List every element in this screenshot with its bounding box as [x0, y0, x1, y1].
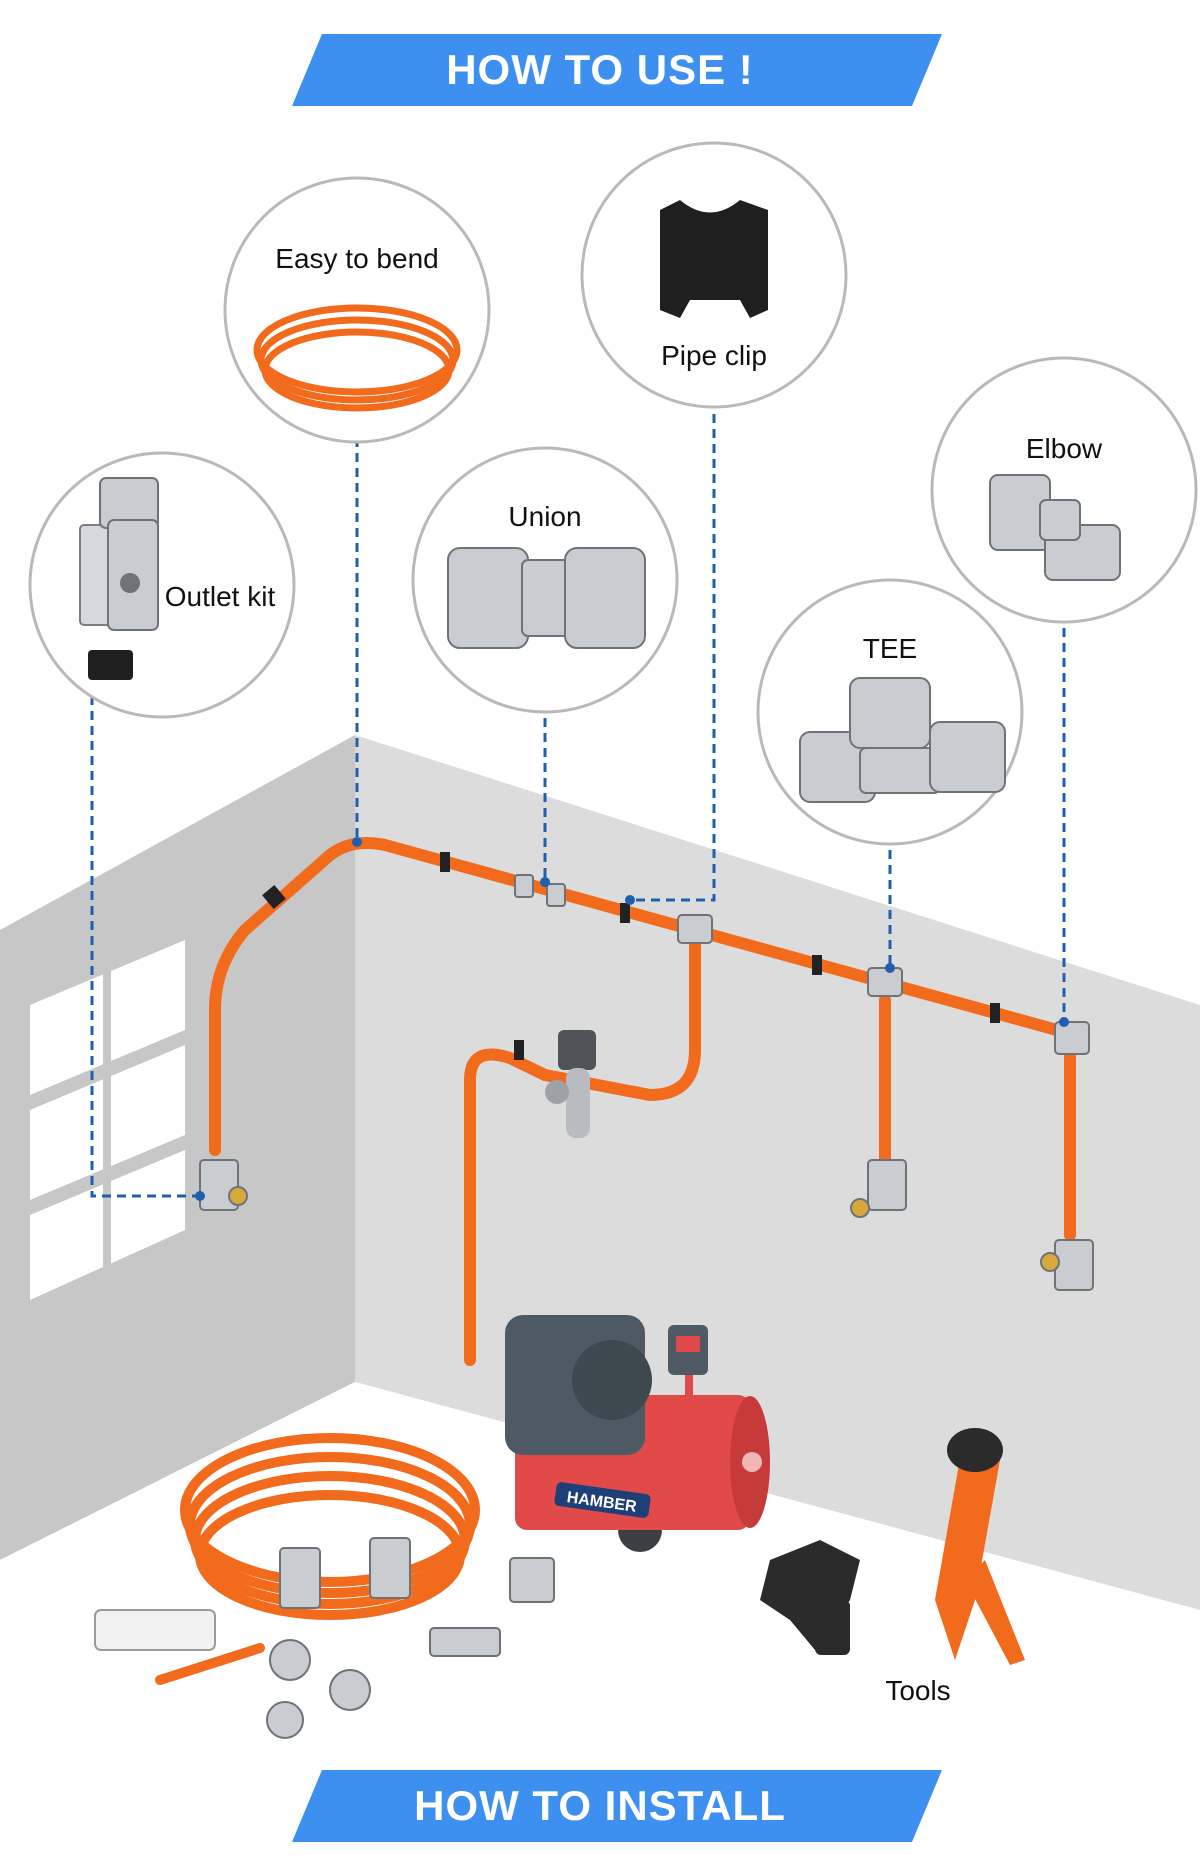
callout-union: Union	[411, 446, 679, 714]
pipe-coil	[180, 1433, 480, 1620]
pipe-clip-icon	[660, 200, 768, 318]
top-banner: HOW TO USE !	[0, 34, 1200, 106]
tee-icon	[799, 677, 1006, 803]
top-banner-title: HOW TO USE !	[446, 46, 754, 93]
leader-lines	[90, 384, 1066, 1198]
side-wall	[0, 735, 355, 1560]
callout-label-easy-to-bend: Easy to bend	[275, 243, 438, 274]
callout-label-elbow: Elbow	[1026, 433, 1103, 464]
callout-easy-to-bend: Easy to bend	[223, 176, 491, 444]
bottom-banner-shape	[292, 1770, 942, 1842]
top-banner-shape	[292, 34, 942, 106]
outlet-kits	[199, 1159, 1094, 1291]
union-icon	[447, 547, 646, 649]
filter-regulator	[545, 1030, 596, 1138]
pipe-network	[209, 837, 1081, 1366]
bottom-banner: HOW TO INSTALL	[0, 1770, 1200, 1842]
callout-elbow: Elbow	[930, 356, 1198, 624]
outlet-kit-icon	[79, 477, 159, 680]
elbow-icon	[989, 474, 1121, 581]
callout-label-outlet-kit: Outlet kit	[165, 581, 276, 612]
callout-label-pipe-clip: Pipe clip	[661, 340, 767, 371]
air-compressor	[505, 1315, 770, 1552]
tools-label: Tools	[885, 1675, 950, 1706]
pipe-clip-markers	[262, 852, 1000, 1060]
callout-label-tee: TEE	[863, 633, 917, 664]
callout-pipe-clip: Pipe clip	[580, 141, 848, 409]
pipe-fittings	[514, 874, 1090, 1055]
kit-parts	[94, 1537, 555, 1739]
window	[30, 930, 185, 1310]
bottom-banner-title: HOW TO INSTALL	[414, 1782, 786, 1829]
callout-tee: TEE	[756, 578, 1024, 846]
pipe-roll-icon	[253, 304, 461, 412]
callout-label-union: Union	[508, 501, 581, 532]
floor	[0, 1382, 1200, 1874]
callout-outlet-kit: Outlet kit	[28, 451, 296, 719]
tools	[760, 1428, 1025, 1665]
